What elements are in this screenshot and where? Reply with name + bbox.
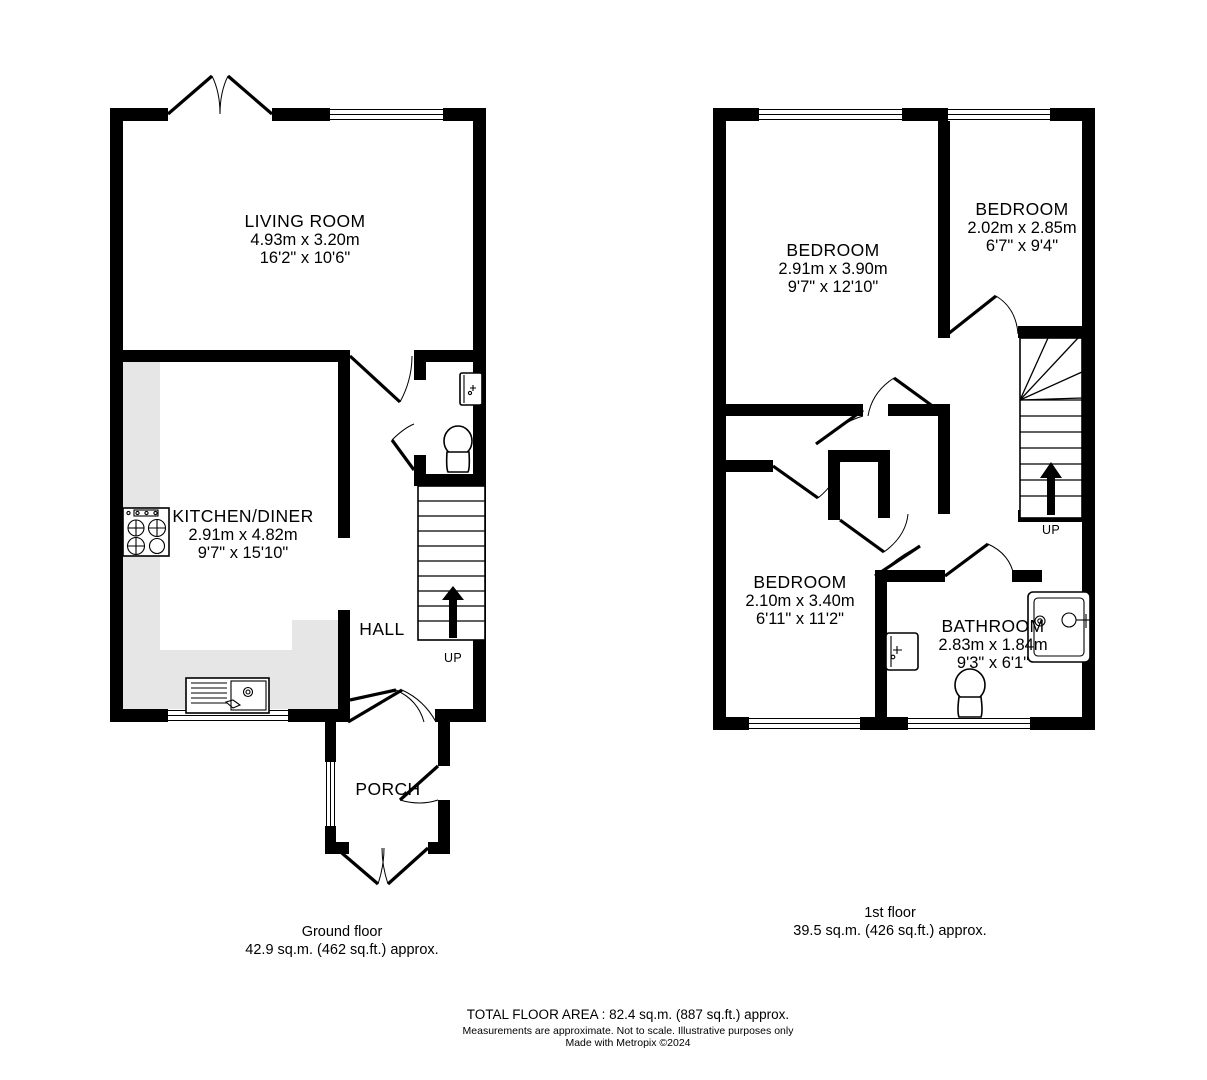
ground-floor-walls (110, 108, 486, 722)
ground-floor-staircase[interactable] (417, 485, 486, 641)
bathroom-basin-icon (885, 632, 919, 671)
hob-icon (122, 507, 170, 557)
ground-floor-caption-area: 42.9 sq.m. (462 sq.ft.) approx. (245, 942, 438, 958)
room-label-kitchen-diner: KITCHEN/DINER (172, 506, 313, 526)
stairs-up-label-ground: UP (444, 651, 462, 665)
first-floor-caption-area: 39.5 sq.m. (426 sq.ft.) approx. (793, 923, 986, 939)
room-label-bedroom-main: BEDROOM (786, 240, 879, 260)
room-label-bedroom-small: BEDROOM (975, 199, 1068, 219)
door-living-to-hall (348, 354, 413, 404)
room-dim-metric-bathroom: 2.83m x 1.84m (938, 636, 1047, 654)
room-dim-imperial-bedroom-small: 6'7" x 9'4" (986, 237, 1058, 255)
ground-floor-caption-title: Ground floor (302, 924, 383, 940)
disclaimer-line-1: Measurements are approximate. Not to sca… (463, 1025, 795, 1037)
room-dim-metric-bedroom-main: 2.91m x 3.90m (778, 260, 887, 278)
room-dim-imperial-bedroom-third: 6'11" x 11'2" (756, 610, 844, 628)
door-landing-third-bedroom (874, 544, 921, 578)
door-bedroom-third (839, 513, 909, 554)
room-dim-metric-bedroom-small: 2.02m x 2.85m (967, 219, 1076, 237)
door-hall-to-porch (347, 688, 437, 724)
ground-floor-plan: LIVING ROOM 4.93m x 3.20m 16'2" x 10'6" … (110, 74, 486, 958)
bathroom-toilet-icon (954, 668, 986, 718)
first-floor-labels: BEDROOM 2.91m x 3.90m 9'7" x 12'10" BEDR… (745, 199, 1076, 939)
first-floor-caption-title: 1st floor (864, 905, 916, 921)
total-floor-area-text: TOTAL FLOOR AREA : 82.4 sq.m. (887 sq.ft… (467, 1007, 789, 1022)
door-airing-cupboard (772, 459, 841, 500)
ground-floor-doors (166, 74, 440, 886)
door-landing-main-bedroom (815, 408, 864, 446)
room-dim-imperial-bedroom-main: 9'7" x 12'10" (788, 278, 879, 296)
first-floor-windows (749, 108, 1050, 730)
first-floor-walls (713, 108, 1095, 730)
door-kitchen-to-hall (349, 688, 425, 723)
door-porch-inner (398, 764, 440, 804)
room-dim-imperial-kitchen-diner: 9'7" x 15'10" (198, 544, 289, 562)
room-dim-metric-bedroom-third: 2.10m x 3.40m (745, 592, 854, 610)
room-label-hall: HALL (359, 619, 404, 639)
window-bedroom-third-rear (749, 717, 860, 730)
first-floor-doors (772, 294, 1019, 578)
window-bedroom-main-front (759, 108, 902, 121)
ground-floor-labels: LIVING ROOM 4.93m x 3.20m 16'2" x 10'6" … (172, 211, 462, 958)
room-dim-imperial-living-room: 16'2" x 10'6" (260, 249, 351, 267)
room-label-bathroom: BATHROOM (941, 616, 1044, 636)
footer-block: TOTAL FLOOR AREA : 82.4 sq.m. (887 sq.ft… (463, 1007, 795, 1049)
window-porch-side (325, 760, 336, 830)
kitchen-sink-icon (185, 677, 270, 714)
room-label-living-room: LIVING ROOM (244, 211, 365, 231)
room-label-bedroom-third: BEDROOM (753, 572, 846, 592)
room-dim-metric-living-room: 4.93m x 3.20m (250, 231, 359, 249)
door-bathroom (944, 542, 1015, 578)
wc-toilet-icon (443, 425, 473, 473)
window-bathroom-rear (908, 717, 1030, 730)
first-floor-plan: BEDROOM 2.91m x 3.90m 9'7" x 12'10" BEDR… (713, 108, 1095, 939)
door-living-room-front (166, 74, 274, 116)
window-bedroom-small-front (948, 108, 1050, 121)
door-bedroom-main (867, 376, 939, 417)
window-living-room (330, 108, 443, 121)
ground-floor-fixtures (122, 372, 483, 714)
first-floor-staircase[interactable] (1019, 337, 1083, 519)
disclaimer-line-2: Made with Metropix ©2024 (565, 1037, 690, 1049)
door-bedroom-small (947, 294, 1019, 336)
stairs-up-label-first: UP (1042, 523, 1060, 537)
door-porch-external (334, 846, 430, 886)
room-dim-imperial-bathroom: 9'3" x 6'1" (957, 654, 1029, 672)
bathtub-icon (1027, 591, 1091, 663)
room-dim-metric-kitchen-diner: 2.91m x 4.82m (188, 526, 297, 544)
wc-basin-icon (459, 372, 483, 406)
room-label-porch: PORCH (355, 779, 420, 799)
door-hall-to-wc (390, 423, 416, 471)
first-floor-fixtures (885, 591, 1091, 718)
